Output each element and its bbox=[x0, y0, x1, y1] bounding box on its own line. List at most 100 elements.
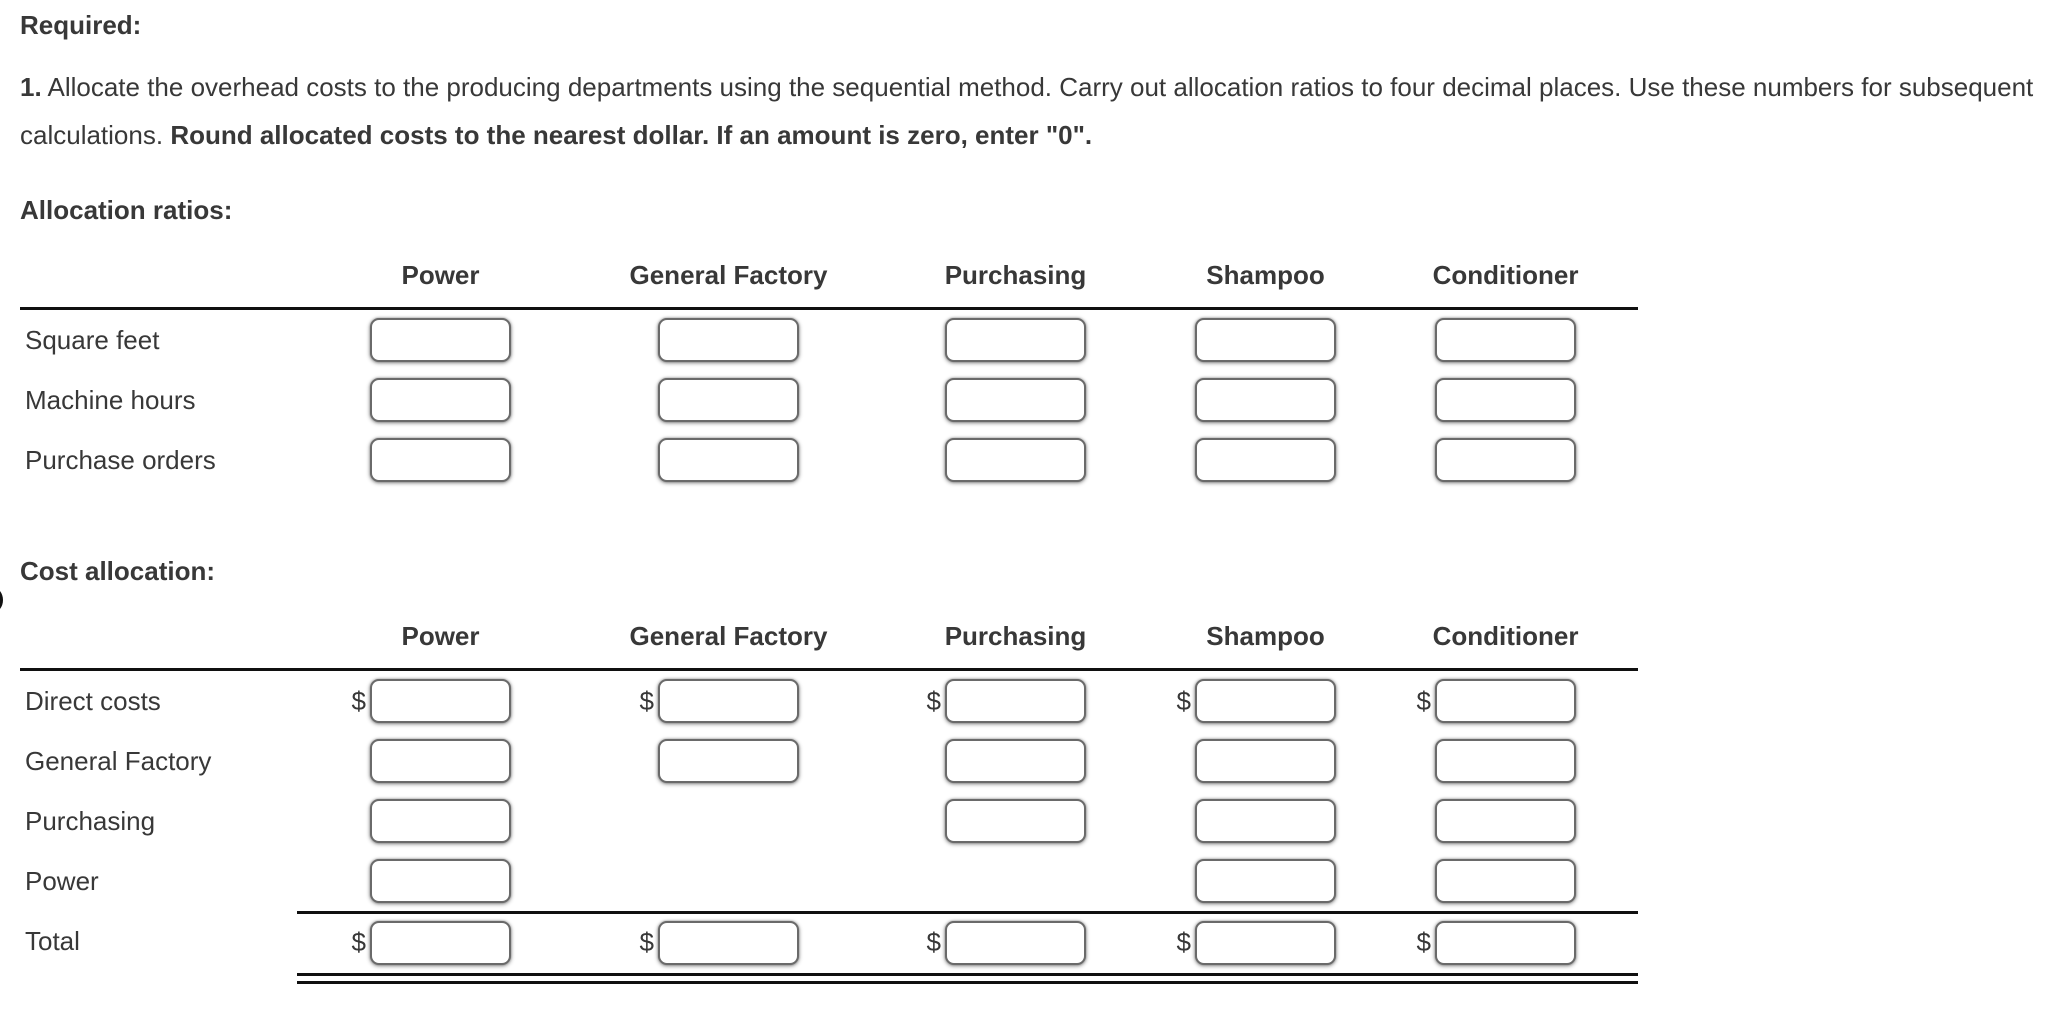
cost-purchasing-power-input[interactable] bbox=[370, 799, 511, 843]
dollar-sign: $ bbox=[351, 685, 366, 716]
ratio-machine-hours-general-factory-input[interactable] bbox=[658, 378, 799, 422]
cost-cell bbox=[1373, 731, 1638, 791]
ratio-purchase-orders-general-factory-input[interactable] bbox=[658, 438, 799, 482]
dollar-sign: $ bbox=[1176, 927, 1191, 957]
cost-purchasing-shampoo-input[interactable] bbox=[1195, 799, 1336, 843]
cost-purchasing-conditioner-input[interactable] bbox=[1435, 799, 1576, 843]
dollar-sign: $ bbox=[926, 927, 941, 957]
empty-cell bbox=[584, 851, 873, 911]
cost-cell: $ bbox=[873, 671, 1158, 731]
instruction-text: 1. Allocate the overhead costs to the pr… bbox=[20, 63, 2034, 159]
cost-allocation-table: Power General Factory Purchasing Shampoo… bbox=[20, 587, 1638, 984]
cost-general-factory-power-input[interactable] bbox=[370, 739, 511, 783]
ratio-purchase-orders-conditioner-input[interactable] bbox=[1435, 438, 1576, 482]
cost-power-conditioner-input[interactable] bbox=[1435, 859, 1576, 903]
cost-general-factory-purchasing-input[interactable] bbox=[945, 739, 1086, 783]
column-header-power: Power bbox=[297, 587, 584, 671]
empty-cell bbox=[873, 851, 1158, 911]
cost-cell bbox=[297, 791, 584, 851]
ratio-cell bbox=[1373, 310, 1638, 370]
column-header-general-factory: General Factory bbox=[584, 226, 873, 310]
cost-direct-costs-power-input[interactable] bbox=[370, 679, 511, 723]
cost-cell: $ bbox=[297, 671, 584, 731]
ratio-machine-hours-purchasing-input[interactable] bbox=[945, 378, 1086, 422]
cost-direct-costs-general-factory-input[interactable] bbox=[658, 679, 799, 723]
cost-general-factory-shampoo-input[interactable] bbox=[1195, 739, 1336, 783]
column-header-purchasing: Purchasing bbox=[873, 587, 1158, 671]
header-corner bbox=[20, 226, 297, 310]
ratio-machine-hours-power-input[interactable] bbox=[370, 378, 511, 422]
total-double-underline bbox=[297, 973, 1638, 984]
cost-total-shampoo-input[interactable] bbox=[1195, 920, 1336, 965]
cost-cell bbox=[873, 731, 1158, 791]
cost-allocation-heading: Cost allocation: bbox=[20, 556, 216, 586]
ratio-machine-hours-shampoo-input[interactable] bbox=[1195, 378, 1336, 422]
ratio-square-feet-shampoo-input[interactable] bbox=[1195, 318, 1336, 362]
empty-cell bbox=[584, 791, 873, 851]
ratio-cell bbox=[584, 310, 873, 370]
row-label-square-feet: Square feet bbox=[25, 324, 160, 355]
row-label-direct-costs: Direct costs bbox=[25, 685, 161, 716]
column-header-power: Power bbox=[297, 226, 584, 310]
ratio-square-feet-conditioner-input[interactable] bbox=[1435, 318, 1576, 362]
cost-cell bbox=[584, 731, 873, 791]
total-cell: $ bbox=[1158, 911, 1373, 971]
cost-total-conditioner-input[interactable] bbox=[1435, 920, 1576, 965]
cost-total-general-factory-input[interactable] bbox=[658, 920, 799, 965]
dollar-sign: $ bbox=[926, 685, 941, 716]
row-label-purchasing: Purchasing bbox=[25, 805, 156, 836]
total-cell: $ bbox=[297, 911, 584, 971]
cost-cell bbox=[1373, 791, 1638, 851]
cost-general-factory-conditioner-input[interactable] bbox=[1435, 739, 1576, 783]
total-cell: $ bbox=[584, 911, 873, 971]
problem-panel: Required: 1. Allocate the overhead costs… bbox=[20, 10, 2034, 984]
instruction-bold: Round allocated costs to the nearest dol… bbox=[170, 120, 1093, 150]
ratio-cell bbox=[1373, 430, 1638, 490]
cost-total-purchasing-input[interactable] bbox=[945, 920, 1086, 965]
row-label-purchase-orders: Purchase orders bbox=[25, 444, 216, 475]
ratio-cell bbox=[1158, 310, 1373, 370]
dollar-sign: $ bbox=[1176, 685, 1191, 716]
row-label-power: Power bbox=[25, 865, 99, 896]
ratio-purchase-orders-power-input[interactable] bbox=[370, 438, 511, 482]
allocation-ratios-heading: Allocation ratios: bbox=[20, 195, 233, 225]
allocation-ratios-table: Power General Factory Purchasing Shampoo… bbox=[20, 226, 1638, 490]
cost-purchasing-purchasing-input[interactable] bbox=[945, 799, 1086, 843]
ratio-purchase-orders-shampoo-input[interactable] bbox=[1195, 438, 1336, 482]
total-cell: $ bbox=[873, 911, 1158, 971]
cost-power-shampoo-input[interactable] bbox=[1195, 859, 1336, 903]
ratio-cell bbox=[873, 370, 1158, 430]
cost-cell: $ bbox=[1158, 671, 1373, 731]
ratio-cell bbox=[1158, 430, 1373, 490]
cost-cell bbox=[1158, 791, 1373, 851]
ratio-purchase-orders-purchasing-input[interactable] bbox=[945, 438, 1086, 482]
cost-direct-costs-conditioner-input[interactable] bbox=[1435, 679, 1576, 723]
cost-power-power-input[interactable] bbox=[370, 859, 511, 903]
column-header-conditioner: Conditioner bbox=[1373, 226, 1638, 310]
column-header-shampoo: Shampoo bbox=[1158, 587, 1373, 671]
header-corner bbox=[20, 587, 297, 671]
ratio-cell bbox=[1158, 370, 1373, 430]
ratio-cell bbox=[297, 310, 584, 370]
cost-cell bbox=[873, 791, 1158, 851]
ratio-square-feet-purchasing-input[interactable] bbox=[945, 318, 1086, 362]
cost-cell bbox=[297, 731, 584, 791]
ratio-cell bbox=[584, 430, 873, 490]
cost-general-factory-general-factory-input[interactable] bbox=[658, 739, 799, 783]
ratio-square-feet-power-input[interactable] bbox=[370, 318, 511, 362]
cost-direct-costs-shampoo-input[interactable] bbox=[1195, 679, 1336, 723]
row-label-general-factory: General Factory bbox=[25, 745, 212, 776]
dollar-sign: $ bbox=[639, 685, 654, 716]
total-cell: $ bbox=[1373, 911, 1638, 971]
row-label-total: Total bbox=[25, 925, 80, 956]
cost-cell bbox=[1373, 851, 1638, 911]
ratio-square-feet-general-factory-input[interactable] bbox=[658, 318, 799, 362]
ratio-cell bbox=[1373, 370, 1638, 430]
ratio-cell bbox=[297, 430, 584, 490]
cost-total-power-input[interactable] bbox=[370, 920, 511, 965]
cost-direct-costs-purchasing-input[interactable] bbox=[945, 679, 1086, 723]
ratio-machine-hours-conditioner-input[interactable] bbox=[1435, 378, 1576, 422]
column-header-shampoo: Shampoo bbox=[1158, 226, 1373, 310]
column-header-purchasing: Purchasing bbox=[873, 226, 1158, 310]
ratio-cell bbox=[584, 370, 873, 430]
